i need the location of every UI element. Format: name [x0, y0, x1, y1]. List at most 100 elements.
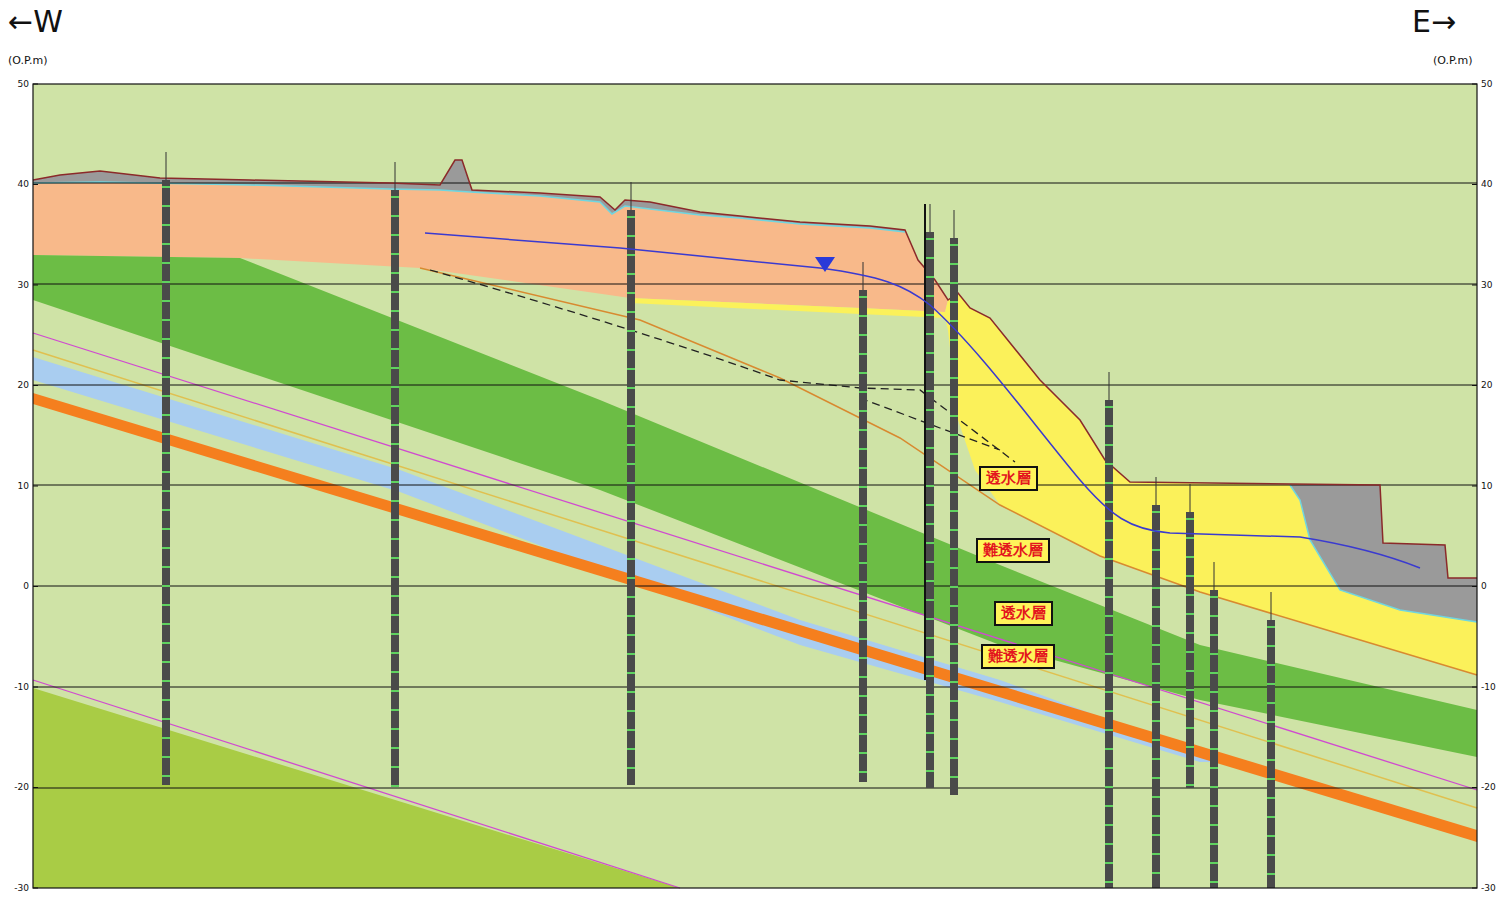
elevation-number: 0 [1481, 582, 1487, 591]
axis-tick [33, 486, 38, 487]
unit-label: (O.P.m) [8, 55, 47, 66]
direction-label: ←W [8, 7, 63, 37]
axis-ticks [33, 84, 1477, 888]
borehole-sample-mark [1267, 626, 1275, 888]
elevation-number: -10 [14, 683, 29, 692]
elevation-number: 30 [18, 281, 29, 290]
plot-frame [33, 84, 1477, 888]
borehole [859, 290, 867, 782]
elevation-number: 20 [1481, 381, 1492, 390]
layer-label: 難透水層 [983, 543, 1043, 558]
axis-tick [1472, 184, 1477, 185]
axis-tick [33, 787, 38, 788]
axis-tick [33, 687, 38, 688]
axis-tick [1472, 486, 1477, 487]
axis-tick [1472, 787, 1477, 788]
borehole [1105, 400, 1113, 888]
layer-label: 難透水層 [988, 649, 1048, 664]
elevation-number: 40 [1481, 180, 1492, 189]
borehole-sample-mark [859, 296, 867, 782]
layer-label-box: 難透水層 [981, 644, 1055, 669]
borehole-sample-mark [162, 186, 170, 785]
elevation-number: 20 [18, 381, 29, 390]
borehole [1152, 505, 1160, 888]
elevation-number: 10 [18, 482, 29, 491]
orange-boundary [420, 268, 1477, 675]
borehole [627, 210, 635, 785]
borehole-sample-mark [627, 216, 635, 785]
borehole [162, 180, 170, 785]
blue-band [33, 357, 1250, 762]
borehole-sample-mark [1210, 596, 1218, 888]
elevation-number: 30 [1481, 281, 1492, 290]
borehole-leader [166, 152, 167, 180]
elevation-number: -30 [1481, 884, 1496, 893]
elevation-number: -20 [1481, 783, 1496, 792]
elevation-number: 10 [1481, 482, 1492, 491]
clay-ground [33, 84, 1477, 888]
borehole-leader [930, 204, 931, 232]
borehole-leader [1271, 592, 1272, 620]
axis-tick [33, 385, 38, 386]
layer-label-box: 透水層 [979, 466, 1038, 491]
axis-tick [33, 184, 38, 185]
elevation-number: 50 [1481, 80, 1492, 89]
axis-tick [1472, 586, 1477, 587]
layer-label: 透水層 [986, 471, 1031, 486]
axis-tick [33, 84, 38, 85]
axis-tick [33, 586, 38, 587]
water-level-mark [815, 257, 835, 272]
axis-tick [1472, 84, 1477, 85]
well-casing [924, 204, 926, 680]
borehole-sample-mark [1152, 511, 1160, 888]
axis-tick [1472, 285, 1477, 286]
grid-lines [33, 183, 1477, 788]
layer-label: 透水層 [1001, 606, 1046, 621]
borehole [1267, 620, 1275, 888]
borehole-sample-mark [1105, 406, 1113, 888]
magenta-line [33, 680, 680, 888]
borehole-leader [631, 182, 632, 210]
borehole-sample-mark [926, 238, 934, 788]
borehole-leader [1214, 562, 1215, 590]
tan-line [33, 350, 1477, 808]
borehole-sample-mark [950, 244, 958, 795]
fill-base-line [1290, 485, 1477, 622]
magenta-line [33, 333, 1477, 790]
boreholes [162, 152, 1275, 888]
green-band [33, 255, 1477, 757]
elevation-number: 40 [18, 180, 29, 189]
orange-band [33, 393, 1477, 842]
borehole-leader [1190, 484, 1191, 512]
borehole-leader [954, 210, 955, 238]
borehole [1186, 512, 1194, 788]
elevation-number: -10 [1481, 683, 1496, 692]
borehole-sample-mark [1186, 518, 1194, 788]
elevation-number: 50 [18, 80, 29, 89]
borehole-leader [395, 162, 396, 190]
borehole-sample-mark [391, 196, 399, 787]
grey-fill-east [1290, 485, 1477, 622]
borehole [1210, 590, 1218, 888]
elevation-number: -30 [14, 884, 29, 893]
axis-tick [33, 285, 38, 286]
elevation-number: -20 [14, 783, 29, 792]
layer-label-box: 透水層 [994, 601, 1053, 626]
borehole-leader [1109, 372, 1110, 400]
elevation-number: 0 [23, 582, 29, 591]
layer-label-box: 難透水層 [976, 538, 1050, 563]
axis-tick [1472, 888, 1477, 889]
direction-label: E→ [1412, 7, 1456, 37]
water-table [425, 233, 1420, 568]
borehole [950, 238, 958, 795]
borehole [391, 190, 399, 787]
axis-tick [33, 888, 38, 889]
axis-tick [1472, 687, 1477, 688]
axis-tick [1472, 385, 1477, 386]
borehole [926, 232, 934, 788]
ground-surface [33, 160, 1477, 578]
unit-label: (O.P.m) [1433, 55, 1472, 66]
borehole-leader [1156, 477, 1157, 505]
